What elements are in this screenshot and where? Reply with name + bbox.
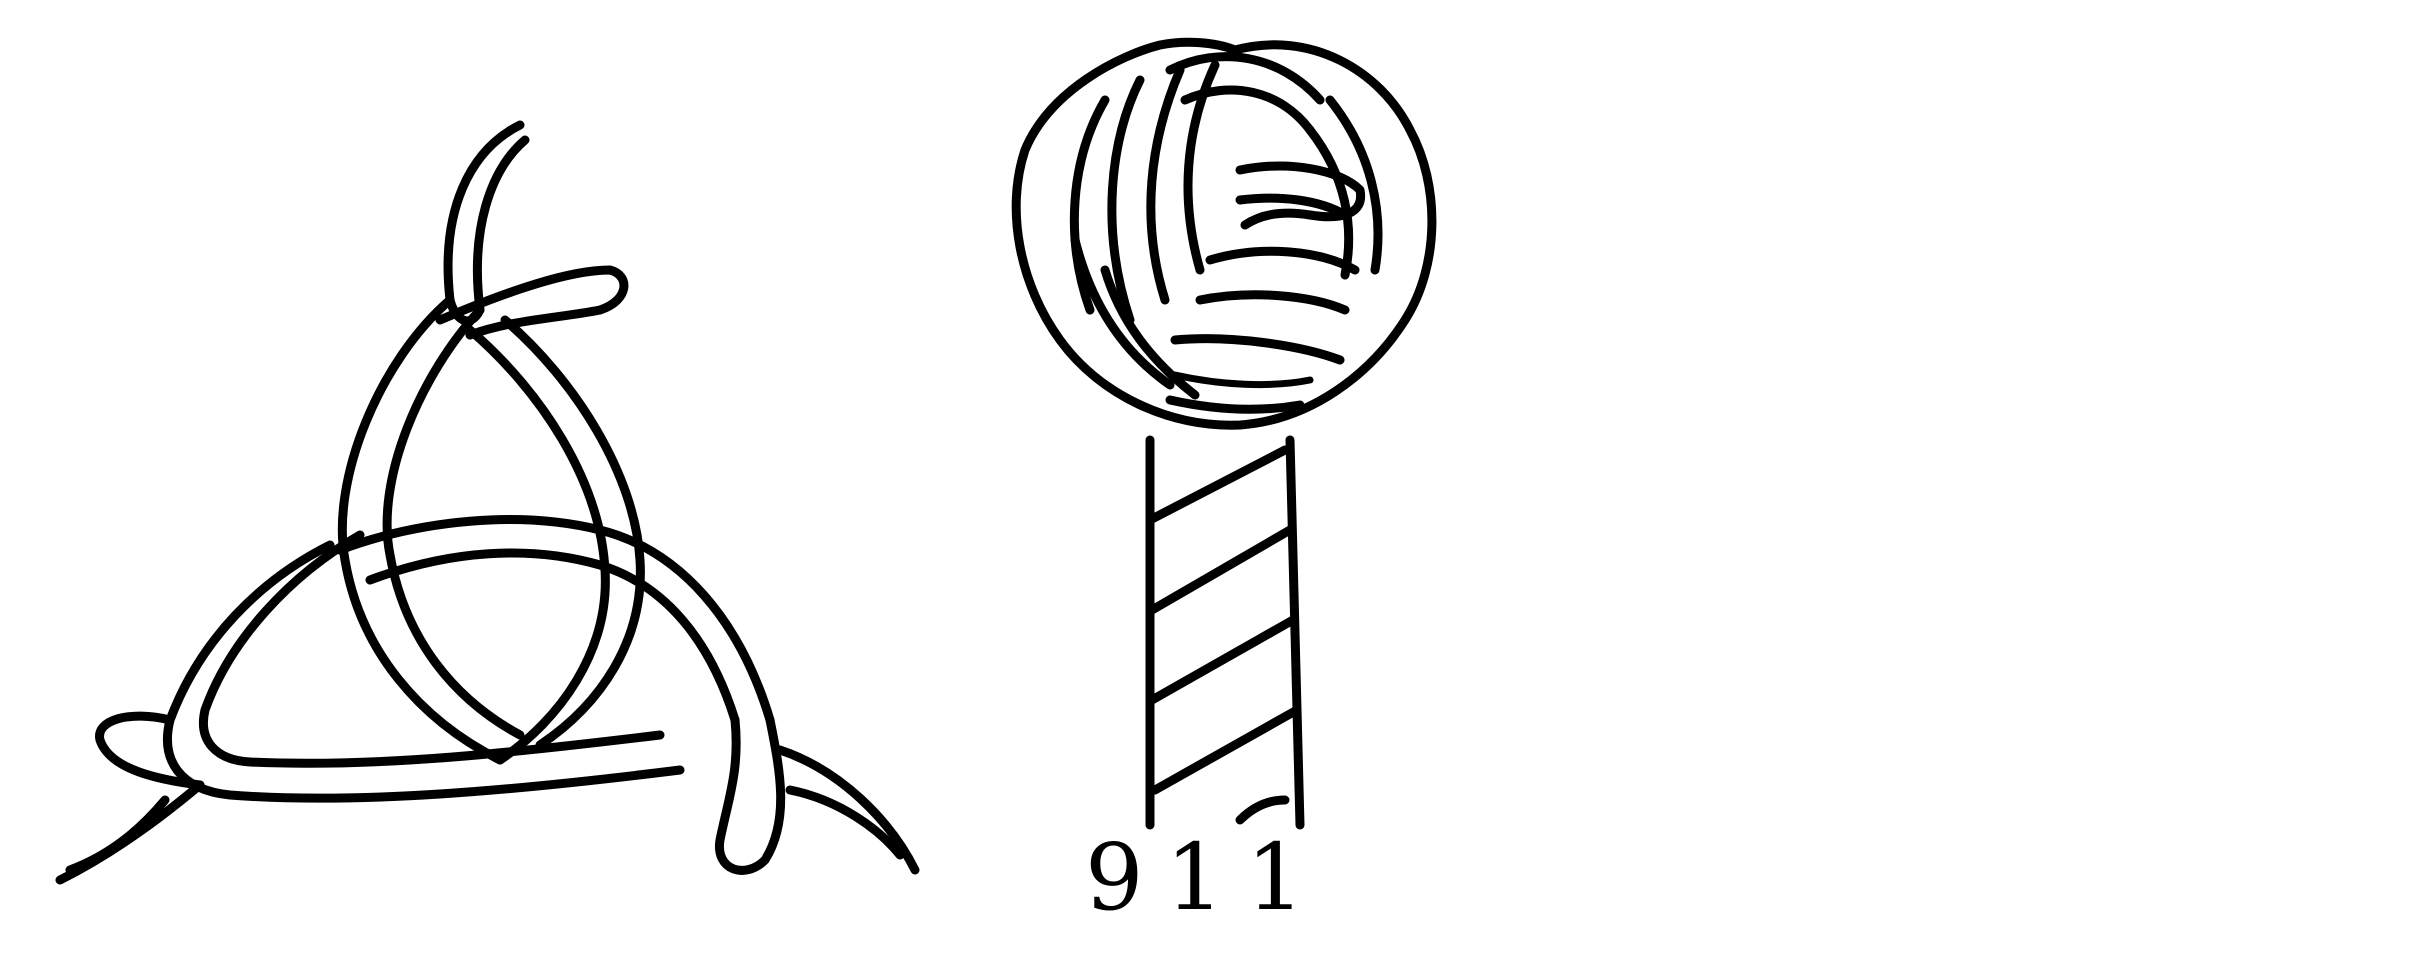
monkey-fist-knot-on-rope-icon: [1016, 42, 1432, 825]
figure-number: 911: [1085, 832, 1327, 924]
loose-trefoil-knot-icon: [60, 125, 915, 880]
